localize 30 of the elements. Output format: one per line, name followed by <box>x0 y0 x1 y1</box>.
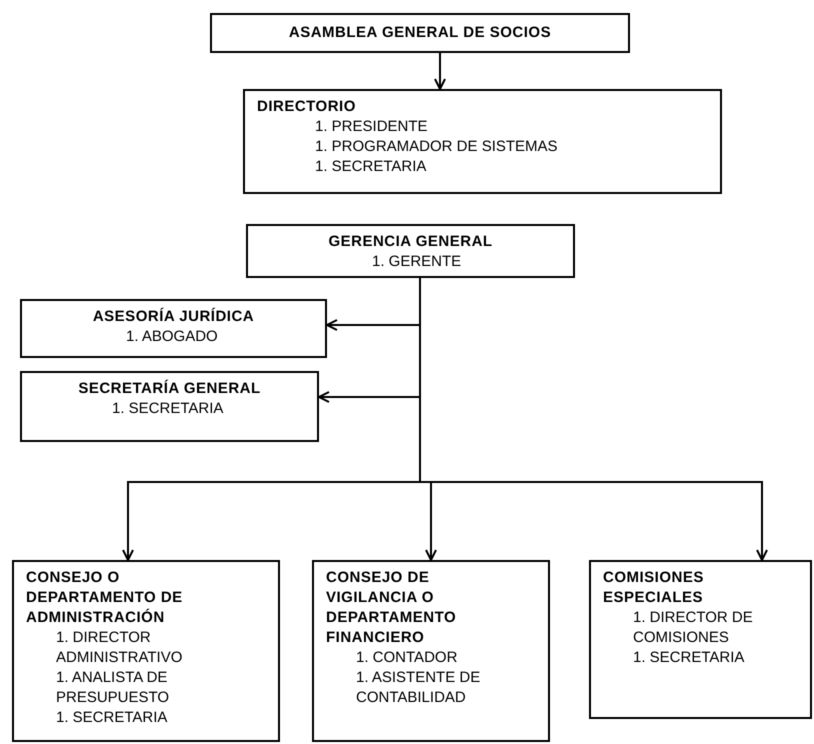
org-box <box>246 224 575 278</box>
unit-title: CONSEJO O DEPARTAMENTO DE ADMINISTRACIÓN <box>26 568 184 628</box>
position-item: 1. GERENTE <box>372 252 462 272</box>
unit-title: COMISIONES ESPECIALES <box>603 568 705 608</box>
org-box <box>210 13 630 53</box>
unit-title: GERENCIA GENERAL <box>327 232 494 252</box>
org-box <box>589 560 812 719</box>
unit-title: CONSEJO DE VIGILANCIA O DEPARTAMENTO FINANCIERO <box>326 568 458 648</box>
position-item: 1. ANALISTA DE PRESUPUESTO <box>56 668 170 708</box>
position-item: 1. PROGRAMADOR DE SISTEMAS <box>315 137 559 157</box>
org-box <box>20 371 319 442</box>
position-item: 1. SECRETARIA <box>633 648 746 668</box>
unit-title: ASESORÍA JURÍDICA <box>92 307 256 327</box>
position-item: 1. DIRECTOR DE COMISIONES <box>633 608 754 648</box>
position-item: 1. ABOGADO <box>126 327 219 347</box>
org-box <box>12 560 280 742</box>
connector-arrow <box>434 53 446 90</box>
org-box <box>312 560 550 742</box>
position-item: 1. SECRETARIA <box>56 708 168 728</box>
unit-title: DIRECTORIO <box>257 97 357 117</box>
position-item: 1. DIRECTOR ADMINISTRATIVO <box>56 628 184 668</box>
position-item: 1. ASISTENTE DE CONTABILIDAD <box>356 668 482 708</box>
position-item: 1. SECRETARIA <box>315 157 428 177</box>
org-box <box>20 299 327 358</box>
org-box <box>243 89 722 194</box>
position-item: 1. CONTADOR <box>356 648 458 668</box>
unit-title: SECRETARÍA GENERAL <box>77 379 262 399</box>
position-item: 1. PRESIDENTE <box>315 117 429 137</box>
position-item: 1. SECRETARIA <box>112 399 224 419</box>
unit-title: ASAMBLEA GENERAL DE SOCIOS <box>288 23 552 43</box>
